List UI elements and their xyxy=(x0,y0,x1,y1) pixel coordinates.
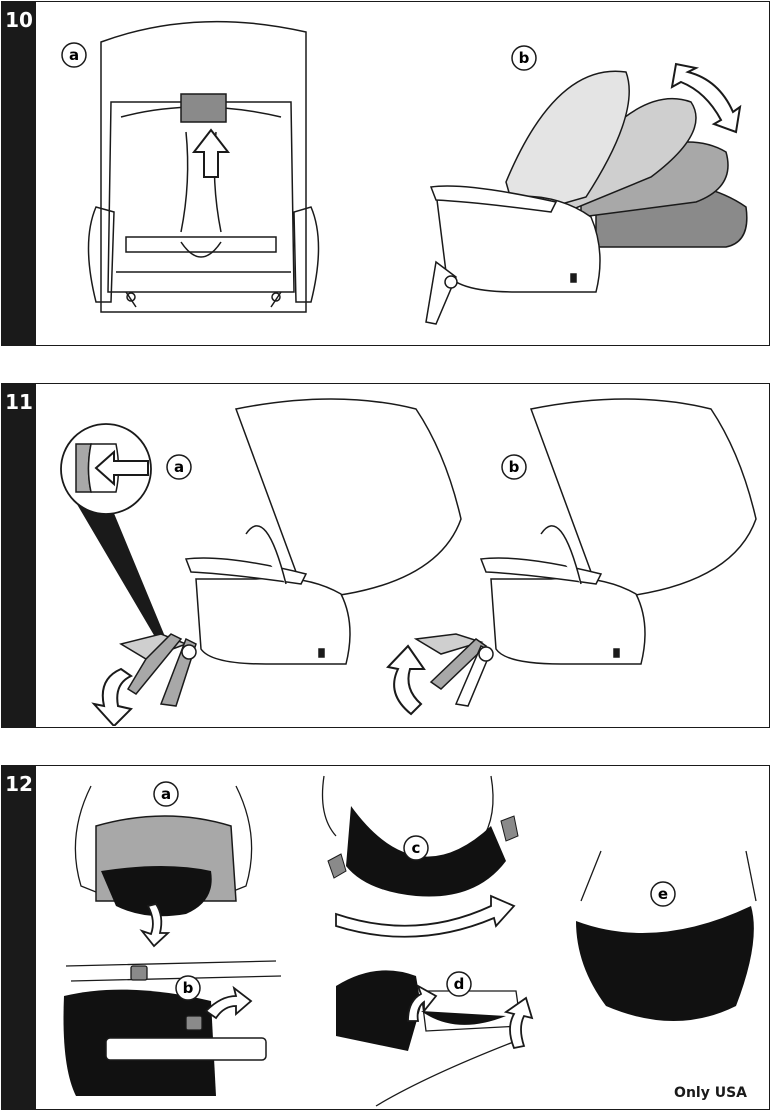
step-label: a xyxy=(161,785,171,803)
step-12-illustration: a b c d xyxy=(36,766,769,1108)
curved-arrow-icon xyxy=(94,669,131,726)
step-label: d xyxy=(454,975,465,993)
step-number-bar: 12 xyxy=(2,766,36,1109)
step-label: b xyxy=(183,979,194,997)
step-number-bar: 10 xyxy=(2,2,36,345)
step-number-bar: 11 xyxy=(2,384,36,727)
step-11-panel: 11 a xyxy=(1,383,770,728)
curved-arrow-icon xyxy=(506,998,532,1048)
step-label: b xyxy=(519,49,530,67)
curved-arrow-icon xyxy=(206,988,251,1018)
region-note: Only USA xyxy=(674,1085,747,1101)
step-label: a xyxy=(69,46,79,64)
step-label: b xyxy=(509,458,520,476)
step-12-panel: 12 a b c xyxy=(1,765,770,1110)
step-label: e xyxy=(658,885,668,903)
step-number: 10 xyxy=(2,8,36,32)
step-label: a xyxy=(174,458,184,476)
step-10-illustration: a b xyxy=(36,2,769,344)
step-label: c xyxy=(412,839,421,857)
step-number: 12 xyxy=(2,772,36,796)
curved-arrow-icon xyxy=(336,896,514,937)
step-10-panel: 10 a xyxy=(1,1,770,346)
curved-arrow-icon xyxy=(388,646,424,714)
step-11-illustration: a b xyxy=(36,384,769,726)
step-number: 11 xyxy=(2,390,36,414)
